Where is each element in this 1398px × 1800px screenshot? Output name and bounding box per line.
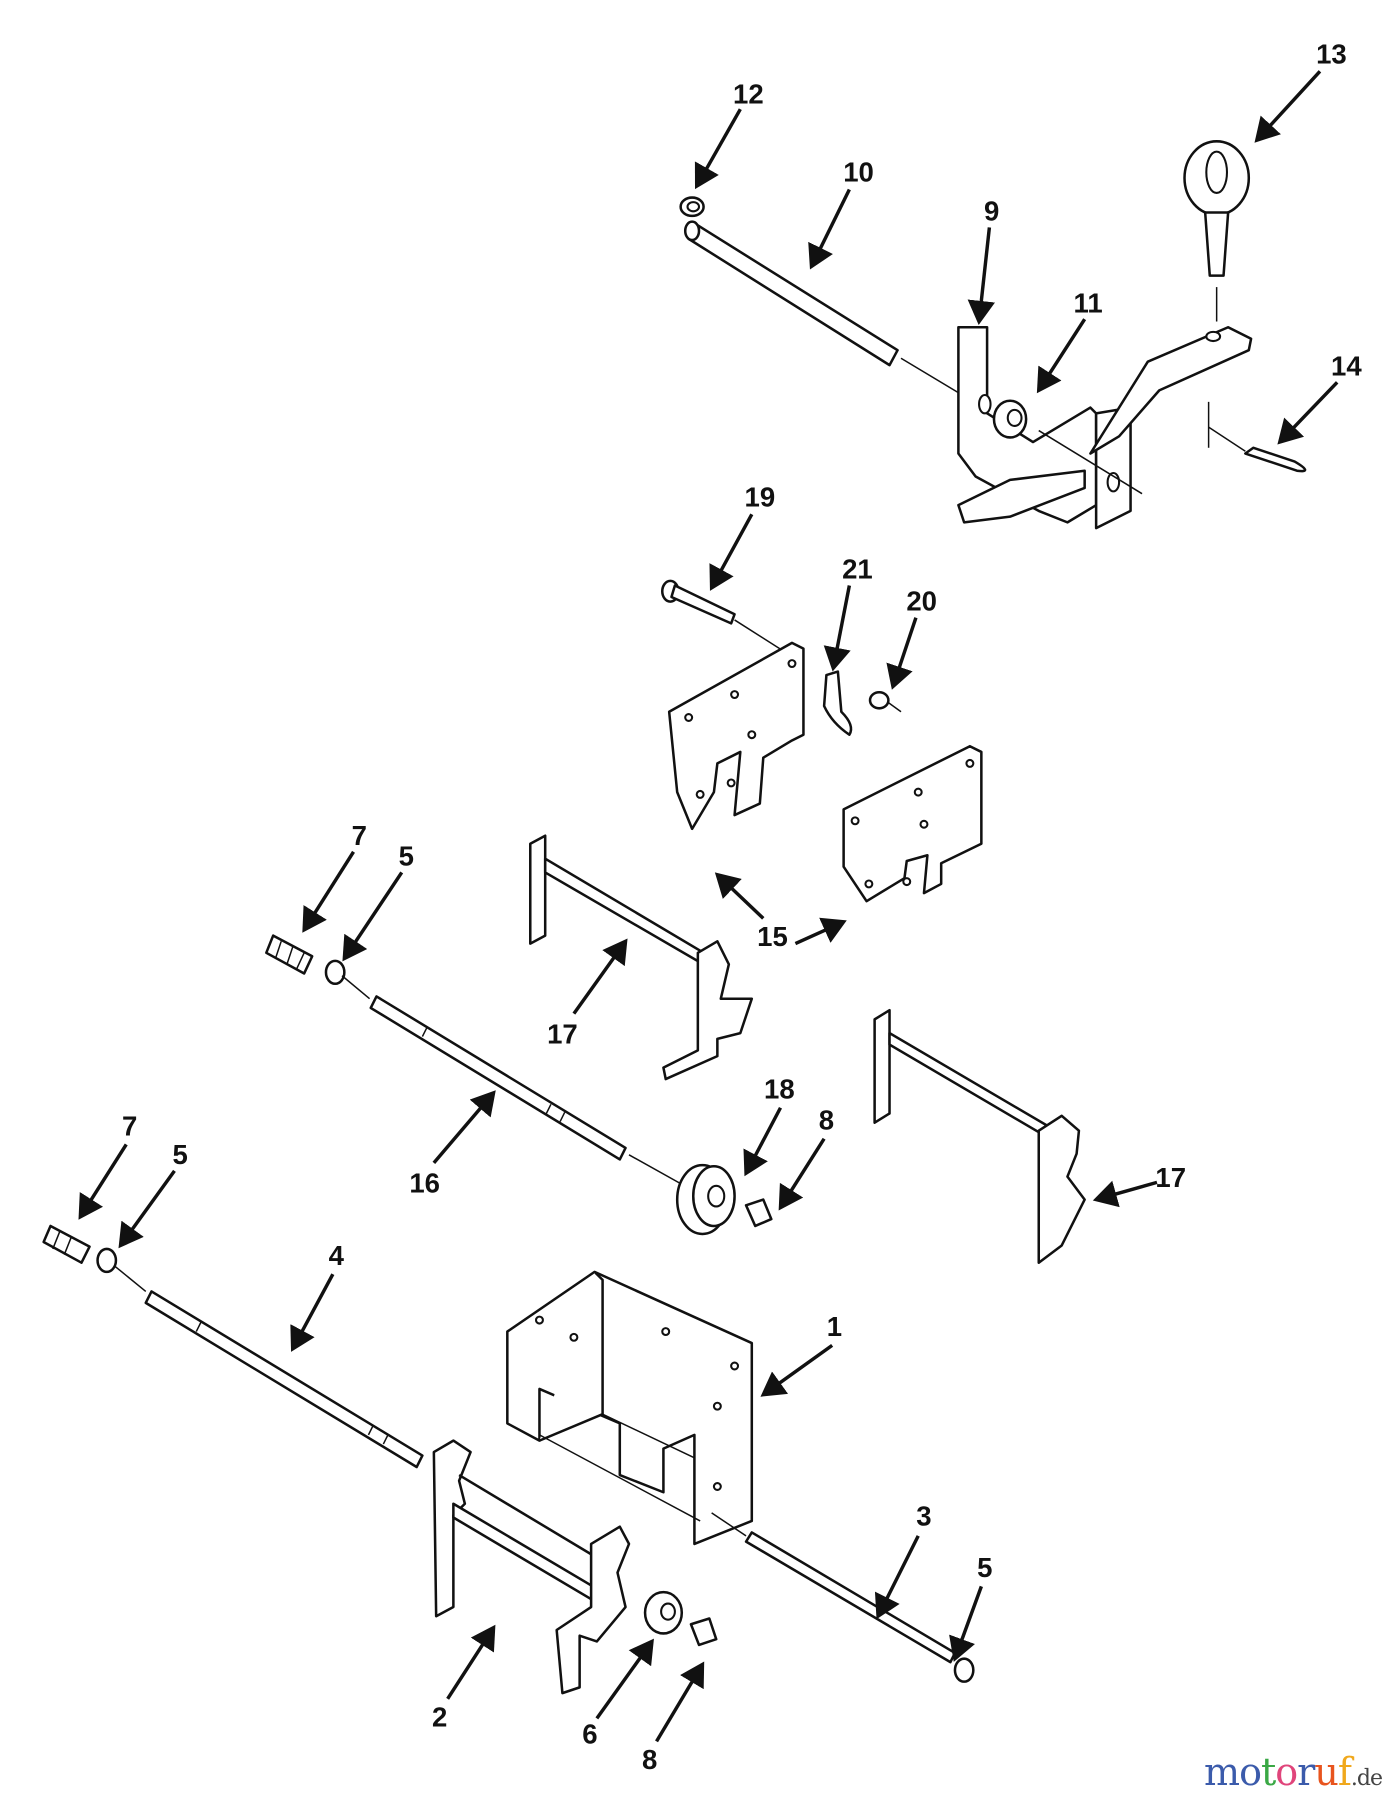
part-1-bracket — [506, 1270, 754, 1546]
part-6-bushing — [643, 1590, 684, 1635]
part-19-bolt — [661, 579, 799, 661]
label-7-lower: 7 — [122, 1110, 137, 1141]
label-5-lower: 5 — [173, 1139, 188, 1170]
part-12-retaining-ring — [679, 196, 705, 218]
label-15: 15 — [757, 921, 788, 952]
label-6: 6 — [582, 1719, 597, 1750]
label-21: 21 — [842, 554, 873, 585]
part-17-lever-lower — [873, 1008, 1086, 1264]
watermark-logo: motoruf.de — [1204, 1750, 1383, 1794]
part-21-lever — [822, 670, 853, 736]
label-11: 11 — [1074, 287, 1103, 318]
label-9: 9 — [984, 196, 999, 227]
part-18-pulley — [675, 1163, 736, 1236]
label-14: 14 — [1331, 350, 1362, 381]
label-19: 19 — [745, 481, 776, 512]
wm-letter: o — [1239, 1750, 1262, 1794]
part-7-spring-lower — [42, 1224, 91, 1264]
label-8-lower: 8 — [642, 1744, 657, 1775]
part-11-spacer — [992, 399, 1028, 439]
part-5-washer-right — [953, 1657, 975, 1683]
label-17-lower: 17 — [1155, 1162, 1186, 1193]
label-17-upper: 17 — [547, 1018, 578, 1049]
label-13: 13 — [1316, 38, 1347, 69]
label-18: 18 — [764, 1074, 795, 1105]
label-20: 20 — [906, 586, 937, 617]
part-3-rod — [711, 1512, 957, 1664]
wm-letter: m — [1204, 1750, 1240, 1794]
label-2: 2 — [432, 1701, 447, 1732]
part-16-shaft — [341, 975, 690, 1189]
label-8-middle: 8 — [819, 1105, 834, 1136]
part-14-hair-pin — [1208, 426, 1307, 473]
label-7-upper: 7 — [352, 820, 367, 851]
part-7-spring-upper — [265, 934, 314, 975]
label-10: 10 — [843, 156, 874, 187]
part-10-pin — [683, 220, 965, 397]
wm-letter: f — [1337, 1750, 1352, 1794]
part-4-shaft — [114, 1265, 424, 1469]
part-15-plate-lower — [842, 744, 983, 903]
wm-letter: o — [1275, 1750, 1298, 1794]
label-5-right: 5 — [977, 1552, 992, 1583]
wm-letter: t — [1260, 1750, 1276, 1794]
part-5-washer-lower — [96, 1247, 118, 1274]
part-5-washer-upper — [324, 959, 346, 986]
part-15-plate-upper — [667, 641, 805, 831]
part-9-bracket — [957, 325, 1253, 530]
part-20-nut — [868, 690, 902, 713]
label-4: 4 — [329, 1240, 345, 1271]
wm-letter: u — [1314, 1750, 1339, 1794]
wm-letter: r — [1297, 1750, 1315, 1794]
label-16: 16 — [409, 1168, 440, 1199]
part-8-nut-middle — [744, 1198, 773, 1228]
label-12: 12 — [733, 78, 764, 109]
part-2-lever-assembly — [432, 1439, 631, 1695]
label-3: 3 — [916, 1501, 931, 1532]
label-1: 1 — [827, 1311, 842, 1342]
label-5-upper: 5 — [399, 841, 414, 872]
part-8-nut-lower — [689, 1617, 718, 1647]
part-17-lever-upper — [529, 834, 754, 1081]
part-13-hitch-pin — [1183, 140, 1251, 448]
callout-arrows — [78, 70, 1339, 1743]
wm-suffix: .de — [1350, 1766, 1383, 1791]
